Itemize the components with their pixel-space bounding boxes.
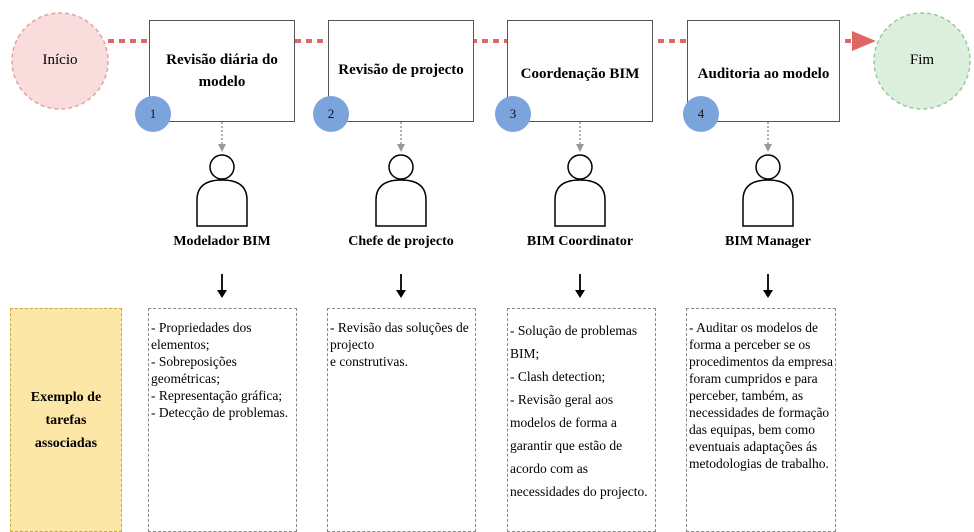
stage-box-3: Coordenação BIM xyxy=(507,20,653,122)
stage-box-2: Revisão de projecto xyxy=(328,20,474,122)
role-to-tasks-arrows xyxy=(217,274,773,298)
stage-title: Revisão diária do modelo xyxy=(166,52,278,90)
role-label-3: BIM Coordinator xyxy=(526,234,634,249)
associated-tasks-label-box: Exemplo de tarefas associadas xyxy=(10,308,122,532)
person-icon xyxy=(742,154,794,227)
task-item: - Revisão geral aos modelos de forma a g… xyxy=(510,392,648,499)
task-item: - Representação gráfica; xyxy=(151,388,283,403)
task-item: e construtivas. xyxy=(330,354,408,369)
task-item: - Clash detection; xyxy=(510,369,606,384)
role-label-1: Modelador BIM xyxy=(173,234,271,249)
flow-arrow-head xyxy=(852,31,876,51)
role-label-4: BIM Manager xyxy=(725,234,811,249)
step-badge-1: 1 xyxy=(135,96,171,132)
task-box-4: - Auditar os modelos de forma a perceber… xyxy=(686,308,836,532)
role-label-2: Chefe de projecto xyxy=(348,234,454,249)
step-badge-3: 3 xyxy=(495,96,531,132)
stage-box-1: Revisão diária do modelo xyxy=(149,20,295,122)
step-badge-2: 2 xyxy=(313,96,349,132)
step-badge-4: 4 xyxy=(683,96,719,132)
task-item: - Revisão das soluções de projecto xyxy=(330,320,469,352)
person-icon xyxy=(375,154,427,227)
task-box-2: - Revisão das soluções de projecto e con… xyxy=(327,308,476,532)
task-item: - Propriedades dos elementos; xyxy=(151,320,252,352)
start-label: Início xyxy=(42,52,78,68)
task-item: - Solução de problemas BIM; xyxy=(510,323,638,361)
task-item: - Detecção de problemas. xyxy=(151,405,289,420)
stage-connectors xyxy=(218,122,772,152)
end-label: Fim xyxy=(909,52,935,68)
person-icon xyxy=(196,154,248,227)
task-box-3: - Solução de problemas BIM; - Clash dete… xyxy=(507,308,656,532)
person-icon xyxy=(554,154,606,227)
stage-title: Coordenação BIM xyxy=(520,66,640,82)
task-item: - Sobreposições geométricas; xyxy=(151,354,237,386)
task-item: - Auditar os modelos de forma a perceber… xyxy=(689,320,833,471)
stage-title: Auditoria ao modelo xyxy=(697,66,830,82)
task-box-1: - Propriedades dos elementos; - Sobrepos… xyxy=(148,308,297,532)
associated-tasks-label: Exemplo de tarefas associadas xyxy=(30,389,102,451)
stage-title: Revisão de projecto xyxy=(338,62,464,78)
end-circle xyxy=(873,12,971,110)
start-circle xyxy=(11,12,109,110)
